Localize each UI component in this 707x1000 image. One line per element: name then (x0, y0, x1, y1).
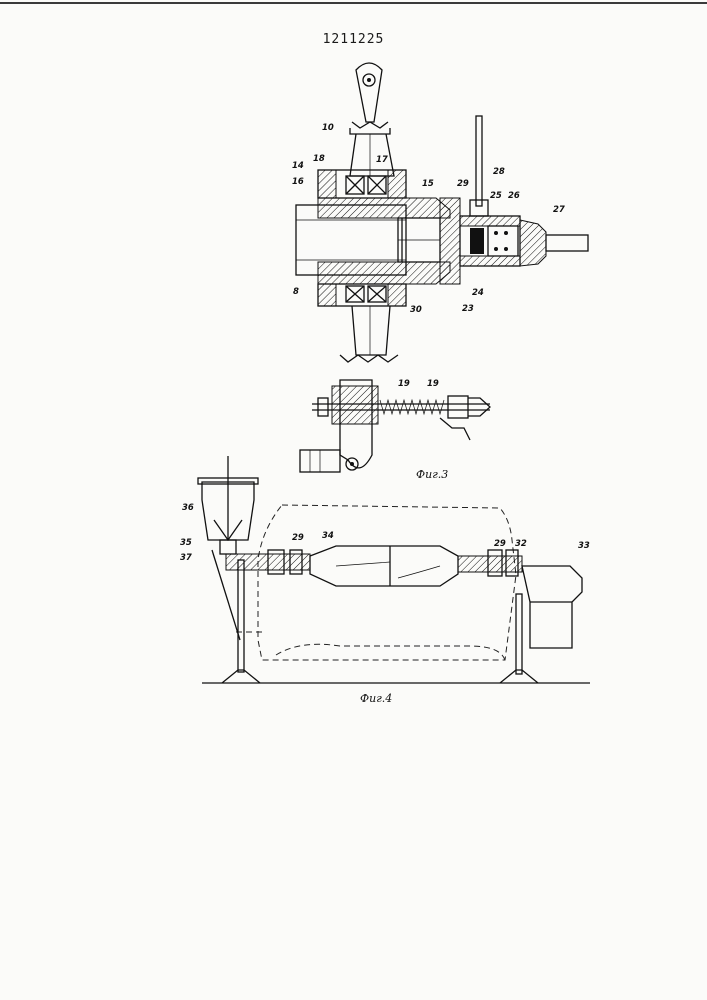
label-34: 34 (322, 531, 334, 541)
figure-4-drawing (198, 456, 590, 683)
label-23: 23 (462, 304, 474, 314)
label-26: 26 (508, 191, 520, 201)
label-29-left: 29 (292, 533, 304, 543)
label-15: 15 (422, 179, 434, 189)
label-19-b: 19 (427, 379, 439, 389)
figure-3-drawing (296, 63, 588, 472)
label-14: 14 (292, 161, 304, 171)
label-36: 36 (182, 503, 194, 513)
label-30: 30 (410, 305, 422, 315)
label-28: 28 (493, 167, 505, 177)
label-17: 17 (376, 155, 388, 165)
label-29: 29 (457, 179, 469, 189)
figure-3-caption: Фиг.3 (416, 468, 448, 481)
label-19-a: 19 (398, 379, 410, 389)
label-16: 16 (292, 177, 304, 187)
label-18: 18 (313, 154, 325, 164)
label-29-right: 29 (494, 539, 506, 549)
label-25: 25 (490, 191, 502, 201)
label-27: 27 (553, 205, 565, 215)
label-24: 24 (472, 288, 484, 298)
label-10: 10 (322, 123, 334, 133)
label-8: 8 (293, 287, 299, 297)
label-37: 37 (180, 553, 192, 563)
label-32: 32 (515, 539, 527, 549)
label-35: 35 (180, 538, 192, 548)
figure-4-caption: Фиг.4 (360, 692, 392, 705)
label-33: 33 (578, 541, 590, 551)
